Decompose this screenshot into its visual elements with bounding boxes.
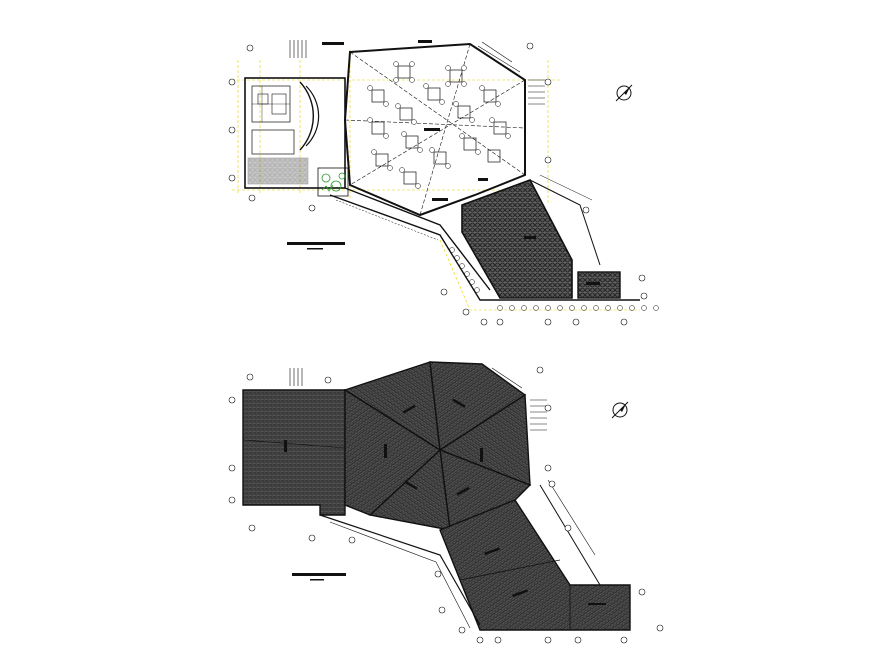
floor-plan-title [287,242,345,250]
corridor-planters [449,247,659,311]
kitchen-arc [299,81,314,151]
roof-stairs [289,367,547,431]
room-tags-top [322,40,600,285]
grid-bubbles-top [228,42,648,326]
stairs-top-right [477,41,545,105]
dining-tables [371,65,507,185]
roof-tags [284,398,606,605]
stairs-top-left [289,40,307,58]
tiled-wing [461,179,573,299]
roof-plan [228,361,664,644]
dining-hall-outline [343,42,526,217]
roof-octagon [343,361,532,532]
planting-area [317,167,349,197]
floor-plan [228,40,659,326]
north-arrow-icon [611,401,629,419]
dimension-lines [232,50,640,311]
grid-bubbles-bottom [228,366,664,644]
roof-left-block [242,389,346,516]
dining-chairs [367,61,511,189]
roof-plan-title [292,573,346,581]
north-arrow-icon [615,84,633,102]
